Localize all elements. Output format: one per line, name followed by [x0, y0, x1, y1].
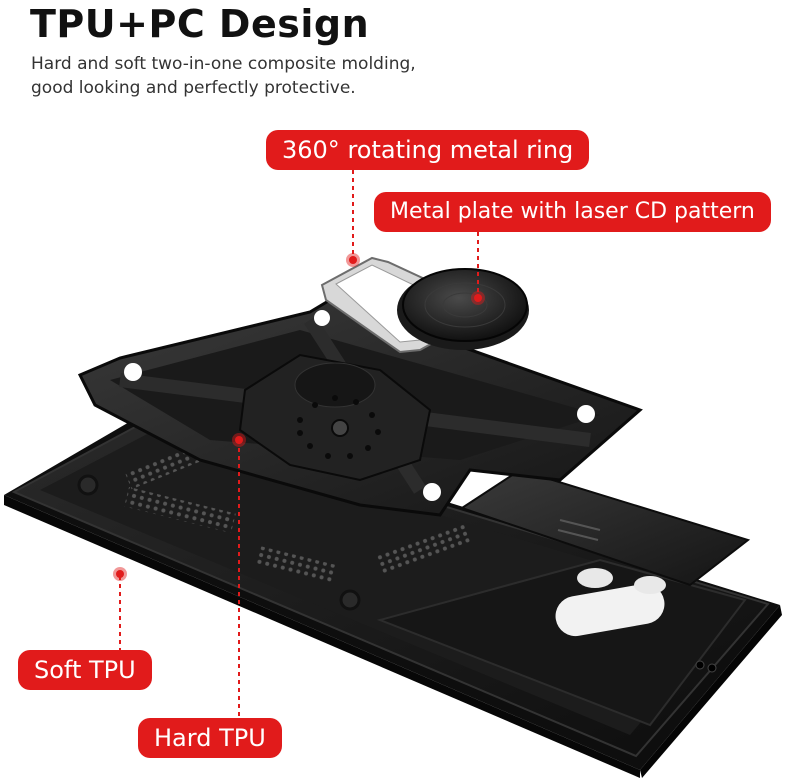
- page-title: TPU+PC Design: [30, 2, 370, 46]
- description: Hard and soft two-in-one composite moldi…: [31, 52, 416, 100]
- callout-soft-tpu-label: Soft TPU: [18, 650, 152, 690]
- callout-ring-label: 360° rotating metal ring: [266, 130, 590, 170]
- callout-plate-label: Metal plate with laser CD pattern: [374, 192, 771, 232]
- description-line-1: Hard and soft two-in-one composite moldi…: [31, 54, 416, 74]
- callout-markers: [113, 253, 485, 581]
- callout-hard-tpu-label: Hard TPU: [138, 718, 282, 758]
- ring-holder: [320, 256, 529, 354]
- armor-frame: [77, 298, 643, 517]
- phone-case: [4, 410, 782, 778]
- description-line-2: good looking and perfectly protective.: [31, 78, 356, 98]
- callout-leaders: [119, 170, 479, 720]
- camera-slider: [459, 468, 751, 587]
